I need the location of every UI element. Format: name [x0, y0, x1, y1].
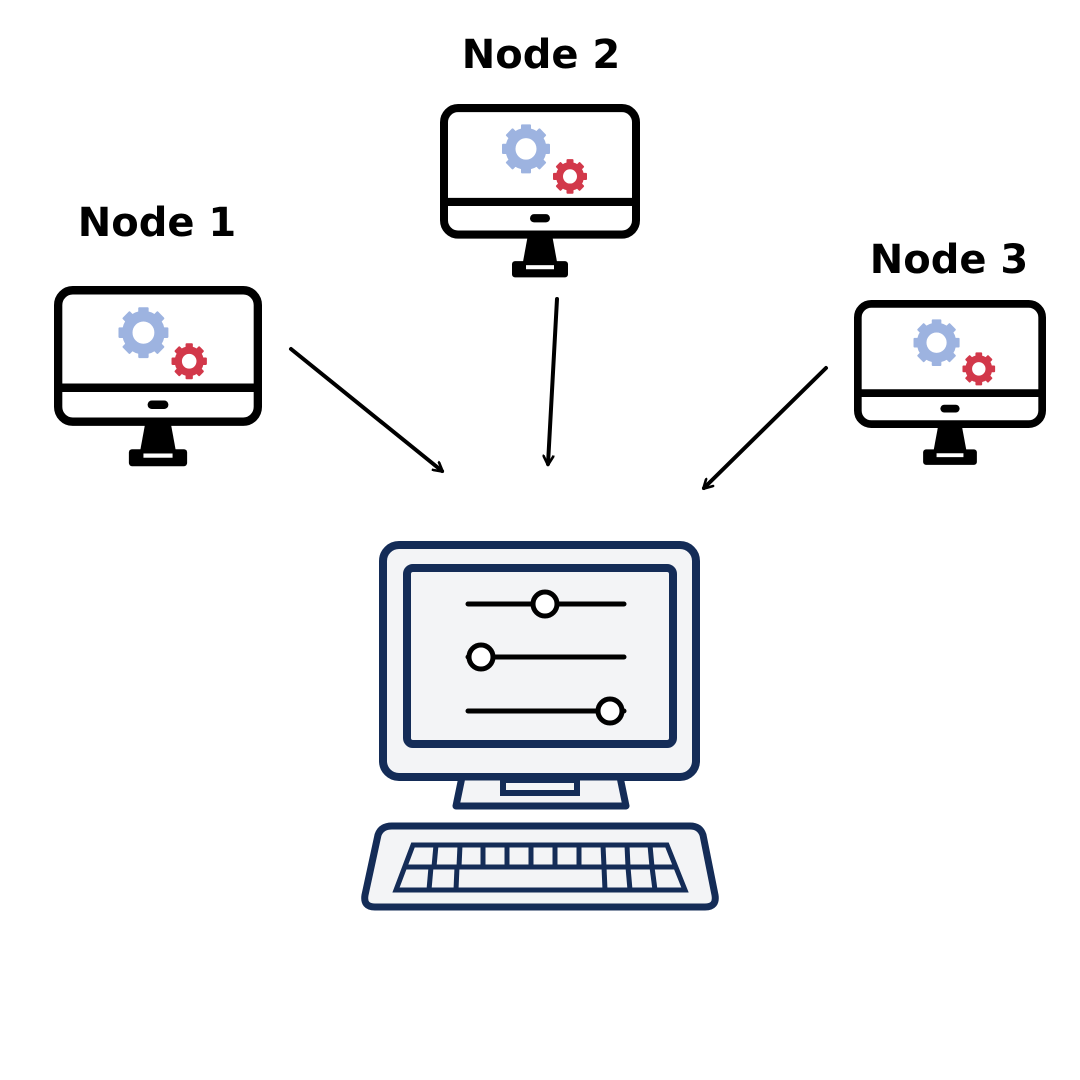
arrow-node-1-to-central	[289, 347, 442, 473]
arrows	[289, 297, 828, 488]
node-3: Node 3	[858, 237, 1042, 465]
keyboard-icon	[361, 822, 719, 911]
node-3-label: Node 3	[870, 237, 1028, 283]
node-1: Node 1	[58, 200, 258, 466]
arrow-node-2-to-central	[548, 297, 559, 464]
arrow-node-3-to-central	[704, 366, 828, 488]
central-computer-icon	[361, 541, 719, 911]
node-2-label: Node 2	[462, 32, 620, 78]
node-1-monitor-icon	[58, 290, 258, 466]
node-2: Node 2	[444, 32, 636, 277]
node-2-monitor-icon	[444, 108, 636, 277]
settings-sliders-icon	[465, 589, 627, 726]
node-3-monitor-icon	[858, 304, 1042, 465]
node-1-label: Node 1	[78, 200, 236, 246]
